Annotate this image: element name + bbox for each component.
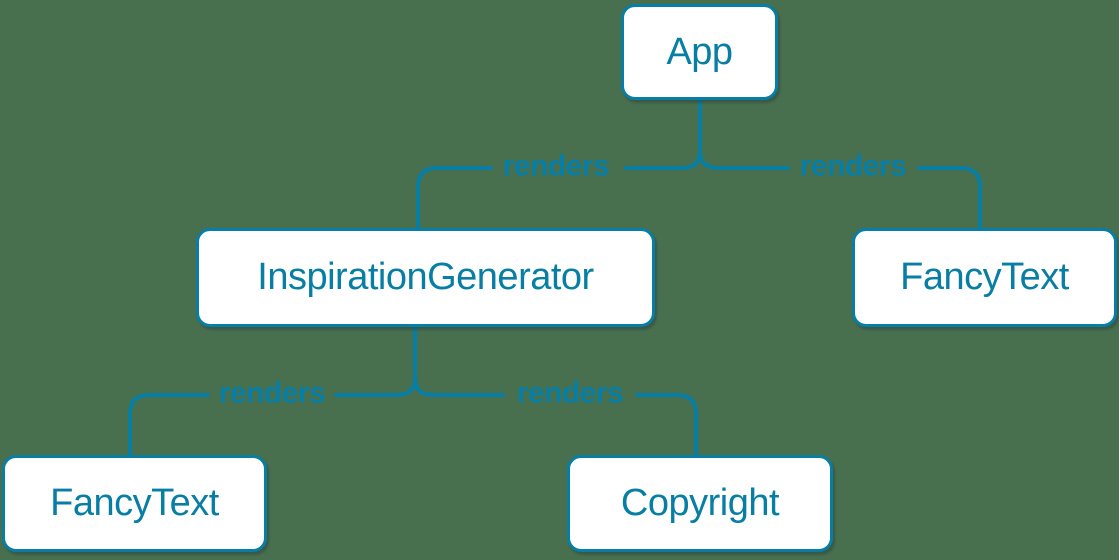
node-copyright: Copyright [567, 455, 833, 552]
node-fancy-text-left: FancyText [2, 455, 267, 552]
node-inspiration-generator-label: InspirationGenerator [257, 256, 594, 298]
edge-label-app-inspirationgenerator: renders [502, 149, 610, 183]
edge-label-app-fancytext: renders [799, 149, 907, 183]
edge-label-inspirationgenerator-fancytext: renders [218, 376, 326, 410]
edge-label-inspirationgenerator-copyright: renders [516, 376, 624, 410]
node-app: App [621, 4, 778, 100]
node-copyright-label: Copyright [620, 482, 780, 524]
node-app-label: App [666, 30, 733, 73]
node-inspiration-generator: InspirationGenerator [196, 228, 655, 327]
edge-app-to-fancytext [698, 149, 982, 230]
node-fancy-text-right-label: FancyText [900, 256, 1069, 298]
node-fancy-text-left-label: FancyText [50, 482, 219, 524]
edge-inspirationgenerator-to-copyright [413, 376, 698, 457]
node-fancy-text-right: FancyText [852, 228, 1117, 327]
